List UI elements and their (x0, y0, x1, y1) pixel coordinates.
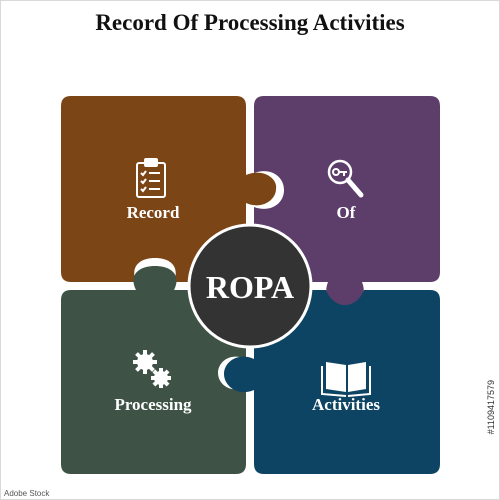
piece-label-record: Record (127, 203, 180, 222)
center-circle (187, 223, 313, 349)
piece-label-of: Of (337, 203, 356, 222)
key-magnifier-icon (327, 159, 364, 198)
clipboard-checklist-icon (136, 158, 166, 198)
center-label: ROPA (206, 269, 294, 305)
stock-image-id: #1109417579 (486, 380, 496, 435)
stock-logo: Adobe Stock (4, 489, 50, 498)
gears-icon (133, 350, 171, 388)
page-title: Record Of Processing Activities (95, 10, 405, 35)
piece-label-activities: Activities (312, 395, 380, 414)
piece-label-processing: Processing (114, 395, 192, 414)
open-book-icon (321, 362, 371, 397)
